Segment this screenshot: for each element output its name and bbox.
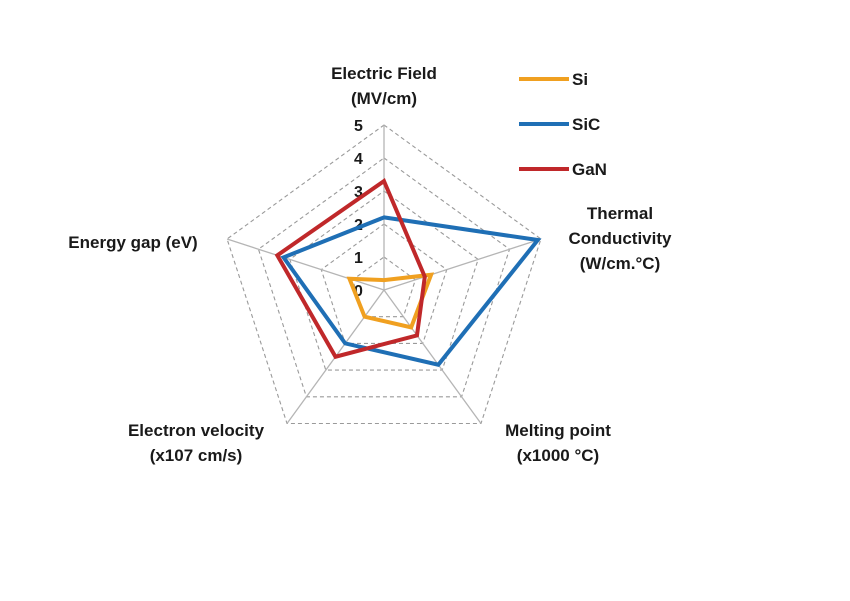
axis-label-line: Conductivity (569, 229, 672, 248)
legend-label-gan: GaN (572, 160, 607, 179)
radar-axes (226, 125, 542, 424)
tick-label: 1 (354, 250, 363, 267)
grid-ring-5 (226, 124, 542, 425)
axis-label-electron_velocity: Electron velocity (x107 cm/s) (128, 421, 265, 465)
axis-spoke-energy_gap (226, 238, 385, 291)
axis-label-electric_field: Electric Field (MV/cm) (331, 64, 437, 108)
axis-label-melting_point: Melting point (x1000 °C) (505, 421, 611, 465)
axis-spoke-thermal_conductivity (383, 238, 542, 291)
series-line-gan (274, 178, 427, 360)
axis-label-line: (x107 cm/s) (150, 446, 243, 465)
axis-label-line: Electron velocity (128, 421, 265, 440)
radar-series (274, 178, 542, 367)
legend-label-sic: SiC (572, 115, 600, 134)
legend-label-si: Si (572, 70, 588, 89)
tick-label: 0 (354, 283, 363, 300)
grid-ring-1 (351, 256, 417, 318)
axis-label-energy_gap: Energy gap (eV) (68, 233, 197, 252)
tick-label: 3 (354, 184, 363, 201)
axis-label-line: Thermal (587, 204, 653, 223)
axis-spoke-melting_point (383, 289, 482, 424)
axis-label-line: Energy gap (eV) (68, 233, 197, 252)
grid-ring-2 (320, 223, 448, 344)
axis-label-line: (MV/cm) (351, 89, 417, 108)
tick-label: 4 (354, 151, 363, 168)
series-line-sic (280, 215, 542, 367)
axis-label-line: (x1000 °C) (517, 446, 599, 465)
axis-label-line: Electric Field (331, 64, 437, 83)
tick-label: 5 (354, 118, 363, 135)
axis-label-line: (W/cm.°C) (580, 254, 660, 273)
axis-label-line: Melting point (505, 421, 611, 440)
